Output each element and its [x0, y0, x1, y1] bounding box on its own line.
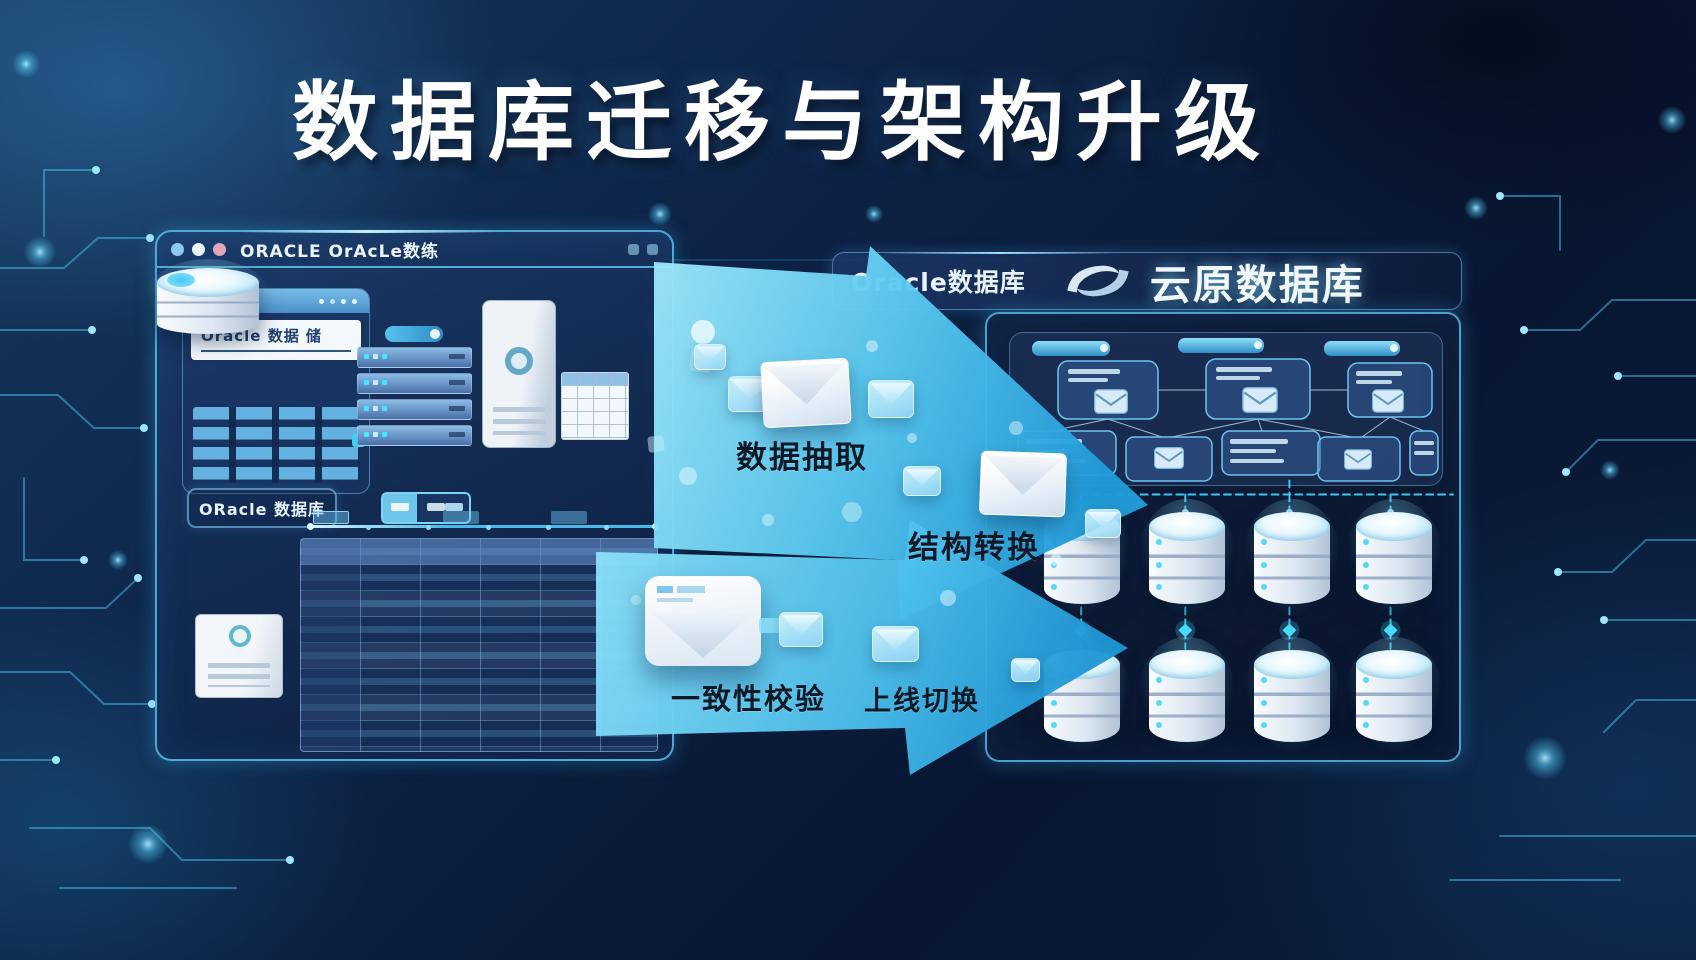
- source-database-cylinder-icon: [142, 258, 274, 344]
- rack-unit: [357, 425, 472, 446]
- window-minimize-button[interactable]: [192, 242, 205, 256]
- diagram-pills: [1032, 338, 1400, 356]
- titlebar-icon[interactable]: [628, 243, 639, 255]
- source-data-table[interactable]: [300, 538, 658, 752]
- rack-unit: [357, 347, 472, 368]
- oracle-db-label: ORacle 数据库: [187, 488, 337, 528]
- server-tower-icon: [482, 300, 556, 448]
- target-panel: [985, 312, 1461, 762]
- spreadsheet-icon: [561, 372, 629, 440]
- rack-unit: [357, 399, 472, 420]
- step-label-switchover: 上线切换: [864, 686, 980, 717]
- target-architecture-diagram: [1009, 332, 1443, 486]
- envelope-icon: [1011, 658, 1040, 682]
- database-cylinder-icon: [1243, 637, 1341, 755]
- database-cylinder-icon: [1243, 499, 1341, 617]
- envelope-icon: [779, 612, 823, 647]
- window-maximize-button[interactable]: [213, 242, 226, 256]
- source-window: ORACLE OrAcLe数练 Oracle 数据 储 ORacle 数据库: [142, 230, 674, 761]
- envelope-icon: [760, 357, 852, 429]
- cylinder-top: [157, 268, 259, 298]
- database-cylinder-icon: [1138, 499, 1236, 617]
- swirl-logo-icon: [1067, 265, 1129, 297]
- envelope-icon: [1085, 509, 1121, 538]
- step-label-verify: 一致性校验: [671, 682, 827, 716]
- rack-unit: [357, 373, 472, 394]
- schema-table-grid: [193, 407, 359, 483]
- database-cylinder-icon: [1345, 637, 1443, 755]
- mail-card-icon: [645, 576, 761, 666]
- database-cylinder-icon: [1138, 637, 1236, 755]
- step-label-transform: 结构转换: [908, 530, 1040, 566]
- page-title: 数据库迁移与架构升级: [292, 73, 1272, 173]
- window-close-button[interactable]: [171, 242, 184, 256]
- source-window-title: ORACLE OrAcLe数练: [240, 241, 439, 262]
- titlebar-icon-2[interactable]: [647, 243, 658, 255]
- architecture-flow-svg: [1017, 338, 1439, 482]
- table-timeline-ruler: [307, 511, 659, 530]
- database-cylinder-icon: [1033, 637, 1131, 755]
- step-label-extract: 数据抽取: [736, 440, 868, 476]
- oracle-db-label-text: ORacle 数据库: [198, 500, 326, 519]
- banner-target-label: 云原数据库: [1149, 261, 1365, 309]
- connector-endpoints: [1077, 508, 1395, 516]
- envelope-icon: [978, 450, 1068, 518]
- source-window-titlebar: ORACLE OrAcLe数练: [157, 232, 672, 268]
- target-banner: Oracle数据库 云原数据库: [832, 252, 1462, 310]
- envelope-icon: [872, 626, 919, 662]
- database-cylinder-icon: [1345, 499, 1443, 617]
- rack-status-pill: [385, 326, 443, 342]
- banner-source-label: Oracle数据库: [851, 268, 1026, 297]
- table-toolbar-chip[interactable]: [381, 492, 471, 524]
- envelope-icon: [868, 380, 914, 418]
- server-rack-icon: [357, 326, 472, 446]
- connector-diamond-arrows: [1071, 620, 1401, 641]
- envelope-icon: [903, 466, 941, 496]
- server-box-icon: [195, 614, 283, 698]
- envelope-icon: [694, 344, 726, 370]
